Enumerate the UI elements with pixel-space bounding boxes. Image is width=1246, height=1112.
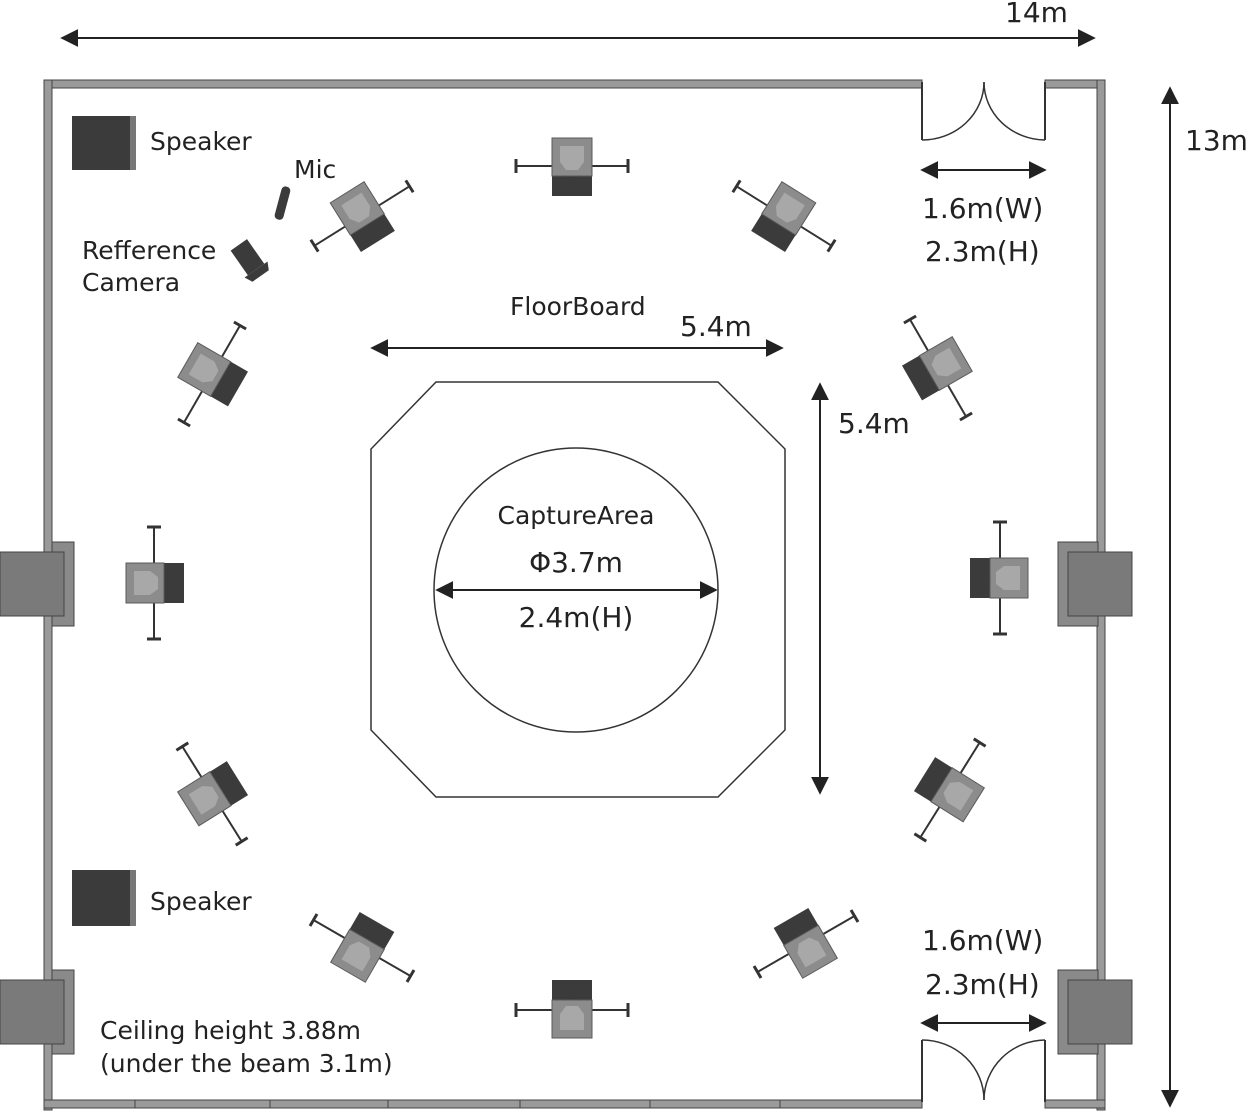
door-top-height-label: 2.3m(H) [925, 235, 1040, 268]
speaker-bottom-label: Speaker [150, 887, 252, 916]
mocap-camera-icon [124, 525, 186, 641]
mic-label: Mic [294, 155, 336, 184]
door-bottom [920, 1014, 1047, 1102]
mocap-camera-icon [514, 136, 630, 198]
floorboard-depth-label: 5.4m [838, 407, 910, 440]
mocap-camera-icon [893, 725, 1005, 854]
capture-area-height-label: 2.4m(H) [519, 601, 634, 634]
mocap-camera-icon [741, 888, 870, 998]
ceiling-height-line1: Ceiling height 3.88m [100, 1016, 361, 1045]
mocap-camera-icon [158, 310, 268, 439]
mocap-camera-icon [968, 520, 1030, 636]
mic-icon [274, 186, 291, 220]
floorboard-outline [370, 381, 786, 798]
capture-area-circle [433, 447, 719, 733]
mocap-camera-icon [514, 978, 630, 1040]
reference-camera-label-line2: Camera [82, 268, 180, 297]
speaker-top-label: Speaker [150, 127, 252, 156]
mocap-camera-icon [157, 729, 269, 858]
door-top [920, 81, 1047, 179]
capture-area-diameter-label: Φ3.7m [529, 546, 623, 579]
capture-area-title: CaptureArea [498, 501, 655, 530]
door-top-width-label: 1.6m(W) [922, 192, 1043, 225]
door-bottom-width-label: 1.6m(W) [922, 924, 1043, 957]
floorboard-title: FloorBoard [510, 292, 646, 321]
reference-camera-icon [230, 239, 269, 282]
room-width-label: 14m [1005, 0, 1068, 29]
speaker-top-icon [72, 116, 136, 170]
reference-camera-label-line1: Refference [82, 236, 216, 265]
mocap-camera-icon [298, 892, 427, 1002]
room-height-label: 13m [1185, 124, 1246, 157]
mocap-camera-icon [719, 161, 848, 273]
wall-pillars [0, 541, 1133, 1055]
door-bottom-height-label: 2.3m(H) [925, 968, 1040, 1001]
speaker-bottom-icon [72, 870, 136, 926]
ceiling-height-line2: (under the beam 3.1m) [100, 1049, 393, 1078]
floorboard-width-label: 5.4m [680, 310, 752, 343]
